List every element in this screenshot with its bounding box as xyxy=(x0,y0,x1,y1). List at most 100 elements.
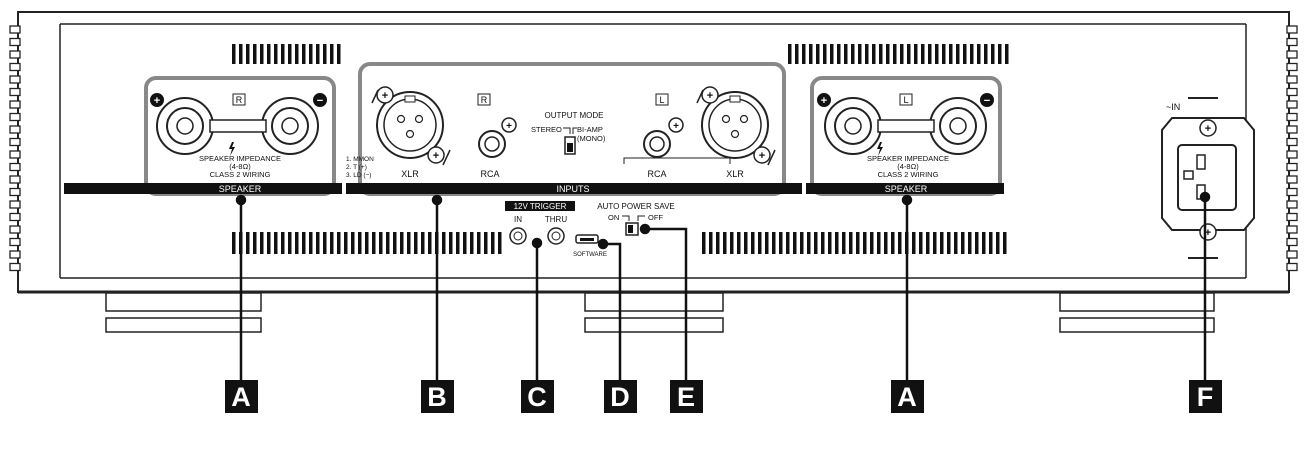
heatsink-fin xyxy=(1286,62,1298,72)
svg-text:+: + xyxy=(821,95,827,107)
usb-label: SOFTWARE xyxy=(573,252,607,258)
rca-input-right-channel[interactable]: + xyxy=(478,117,517,158)
lightning-icon xyxy=(877,142,883,156)
vent-slot xyxy=(260,44,264,64)
vent-slot xyxy=(998,44,1002,64)
heatsink-fin xyxy=(9,187,21,197)
vent-slot xyxy=(744,232,748,254)
inputs-bar-label: INPUTS xyxy=(556,184,589,194)
rca-left-channel: R xyxy=(481,95,488,105)
vent-slot xyxy=(788,44,792,64)
speaker-left-channel: R xyxy=(236,95,243,105)
vent-slot xyxy=(940,232,944,254)
vent-slot xyxy=(421,232,425,254)
vent-slot xyxy=(912,232,916,254)
vent-slot xyxy=(961,232,965,254)
svg-text:(MONO): (MONO) xyxy=(577,134,606,143)
vent-slot xyxy=(821,232,825,254)
vent-slot xyxy=(793,232,797,254)
vent-slot xyxy=(772,232,776,254)
speaker-right-channel: L xyxy=(903,95,908,105)
vent-slot xyxy=(1005,44,1009,64)
output-mode-biamp: BI-AMP xyxy=(577,125,603,134)
callout-f: F xyxy=(1197,382,1214,412)
rca-input-left-channel[interactable]: + xyxy=(643,117,684,158)
vent-slot xyxy=(358,232,362,254)
trigger-in-jack[interactable] xyxy=(509,227,527,245)
vent-slot xyxy=(491,232,495,254)
vent-slot xyxy=(835,232,839,254)
heatsink-fin xyxy=(9,100,21,109)
heatsink-fin xyxy=(9,50,21,59)
trigger-thru-jack[interactable] xyxy=(547,227,565,245)
svg-text:+: + xyxy=(1205,227,1211,239)
vent-slot xyxy=(302,232,306,254)
xlr-input-left[interactable]: + + xyxy=(371,86,451,166)
svg-text:2. T (+): 2. T (+) xyxy=(346,164,367,171)
heatsink-fin xyxy=(9,175,21,184)
rca-right-label: RCA xyxy=(647,169,666,179)
vent-slot xyxy=(316,44,320,64)
vent-slot xyxy=(758,232,762,254)
screw-icon xyxy=(501,117,517,133)
vent-slot xyxy=(996,232,1000,254)
trigger-title: 12V TRIGGER xyxy=(514,202,567,211)
vent-slot xyxy=(991,44,995,64)
vent-slot xyxy=(709,232,713,254)
vent-slot xyxy=(295,232,299,254)
vent-slot xyxy=(281,232,285,254)
vent-slot xyxy=(323,232,327,254)
vent-slot xyxy=(239,44,243,64)
auto-power-switch[interactable] xyxy=(625,222,639,236)
callout-b: B xyxy=(427,382,447,412)
svg-text:1. MMON: 1. MMON xyxy=(346,156,374,163)
xlr-input-right[interactable]: + + xyxy=(696,86,776,166)
vent-slot xyxy=(253,232,257,254)
heatsink-fin xyxy=(1286,162,1298,172)
svg-text:3. LD (−): 3. LD (−) xyxy=(346,172,371,179)
minus-icon xyxy=(980,93,994,107)
vent-slot xyxy=(886,44,890,64)
vent-slot xyxy=(949,44,953,64)
trigger-block: 12V TRIGGER IN THRU xyxy=(505,201,575,245)
vent-slot xyxy=(814,232,818,254)
vent-slot xyxy=(295,44,299,64)
auto-power-off: OFF xyxy=(648,213,663,222)
heatsink-fin xyxy=(1286,200,1298,209)
auto-power-on: ON xyxy=(608,213,619,222)
heatsink-fin xyxy=(1286,50,1298,59)
vent-slot xyxy=(288,232,292,254)
screw-icon xyxy=(376,86,394,104)
vent-slot xyxy=(765,232,769,254)
vent-slot xyxy=(737,232,741,254)
vent-slot xyxy=(919,232,923,254)
trigger-thru-label: THRU xyxy=(545,215,567,224)
callout-a-right: A xyxy=(897,382,917,412)
vent-slot xyxy=(470,232,474,254)
vent-slot xyxy=(779,232,783,254)
vent-slot xyxy=(898,232,902,254)
vent-slot xyxy=(800,232,804,254)
callout-a-left: A xyxy=(231,382,251,412)
vent-slot xyxy=(809,44,813,64)
vent-slot xyxy=(260,232,264,254)
vent-slot xyxy=(442,232,446,254)
plus-icon xyxy=(150,93,164,107)
vent-slot xyxy=(232,44,236,64)
heatsink-fins-left xyxy=(9,25,21,272)
output-mode-switch[interactable] xyxy=(564,136,576,155)
vent-slot xyxy=(970,44,974,64)
speaker-left-bar-label: SPEAKER xyxy=(219,184,262,194)
auto-power-title: AUTO POWER SAVE xyxy=(597,202,675,211)
vent-slot xyxy=(253,44,257,64)
vent-slot xyxy=(498,232,502,254)
heatsink-fin xyxy=(1286,25,1298,34)
lightning-icon xyxy=(229,142,235,156)
vent-slot xyxy=(309,232,313,254)
vent-slot xyxy=(316,232,320,254)
usb-block: SOFTWARE xyxy=(573,234,607,258)
vent-slot xyxy=(816,44,820,64)
vent-slot xyxy=(246,44,250,64)
vent-slot xyxy=(751,232,755,254)
heatsink-fin xyxy=(1286,225,1298,234)
